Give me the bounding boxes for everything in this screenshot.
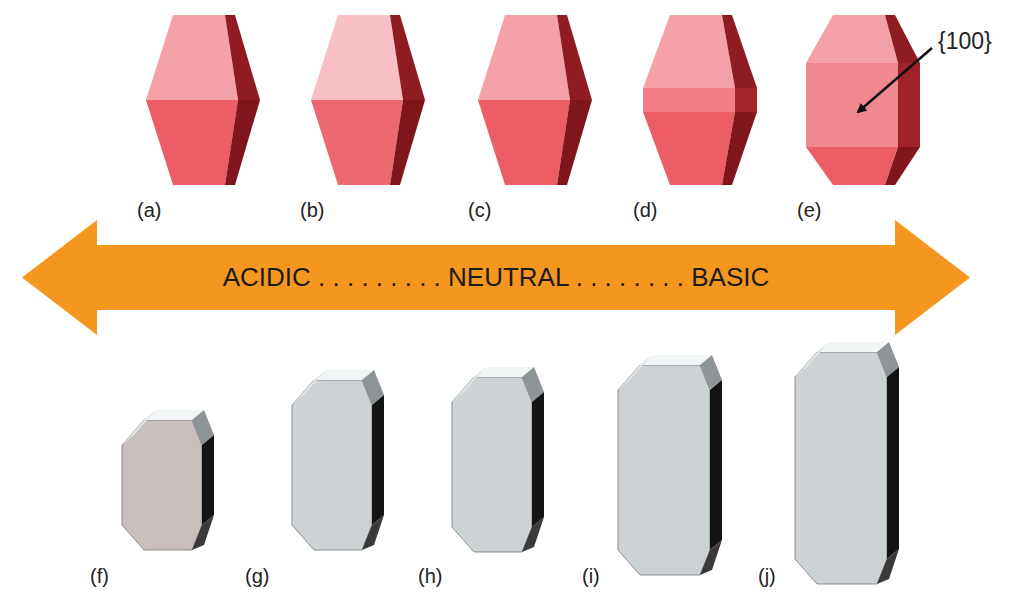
panel-label: (g)	[245, 566, 269, 586]
crystal-c	[478, 15, 592, 185]
panel-label: (e)	[797, 200, 821, 220]
crystal-j	[795, 342, 899, 584]
ph-double-arrow: ACIDIC . . . . . . . . . NEUTRAL . . . .…	[22, 220, 970, 335]
crystal-d	[643, 15, 757, 185]
panel-label: (c)	[468, 200, 491, 220]
panel-label: (b)	[300, 200, 324, 220]
crystal-a	[146, 15, 260, 185]
crystal-b	[311, 15, 425, 185]
panel-label: (i)	[582, 566, 600, 586]
crystal-g	[292, 370, 384, 550]
panel-label: (j)	[758, 566, 776, 586]
panel-label: (h)	[418, 566, 442, 586]
face-label: {100}	[938, 30, 992, 53]
panel-label: (f)	[90, 566, 109, 586]
panel-label: (a)	[137, 200, 161, 220]
leader-line	[858, 48, 932, 112]
crystal-i	[618, 355, 722, 575]
panel-label: (d)	[633, 200, 657, 220]
arrow-fill	[22, 220, 970, 335]
crystal-f	[122, 410, 214, 550]
crystal-e	[806, 15, 920, 185]
ph-scale-text: ACIDIC . . . . . . . . . NEUTRAL . . . .…	[223, 262, 770, 293]
crystal-h	[452, 367, 544, 552]
